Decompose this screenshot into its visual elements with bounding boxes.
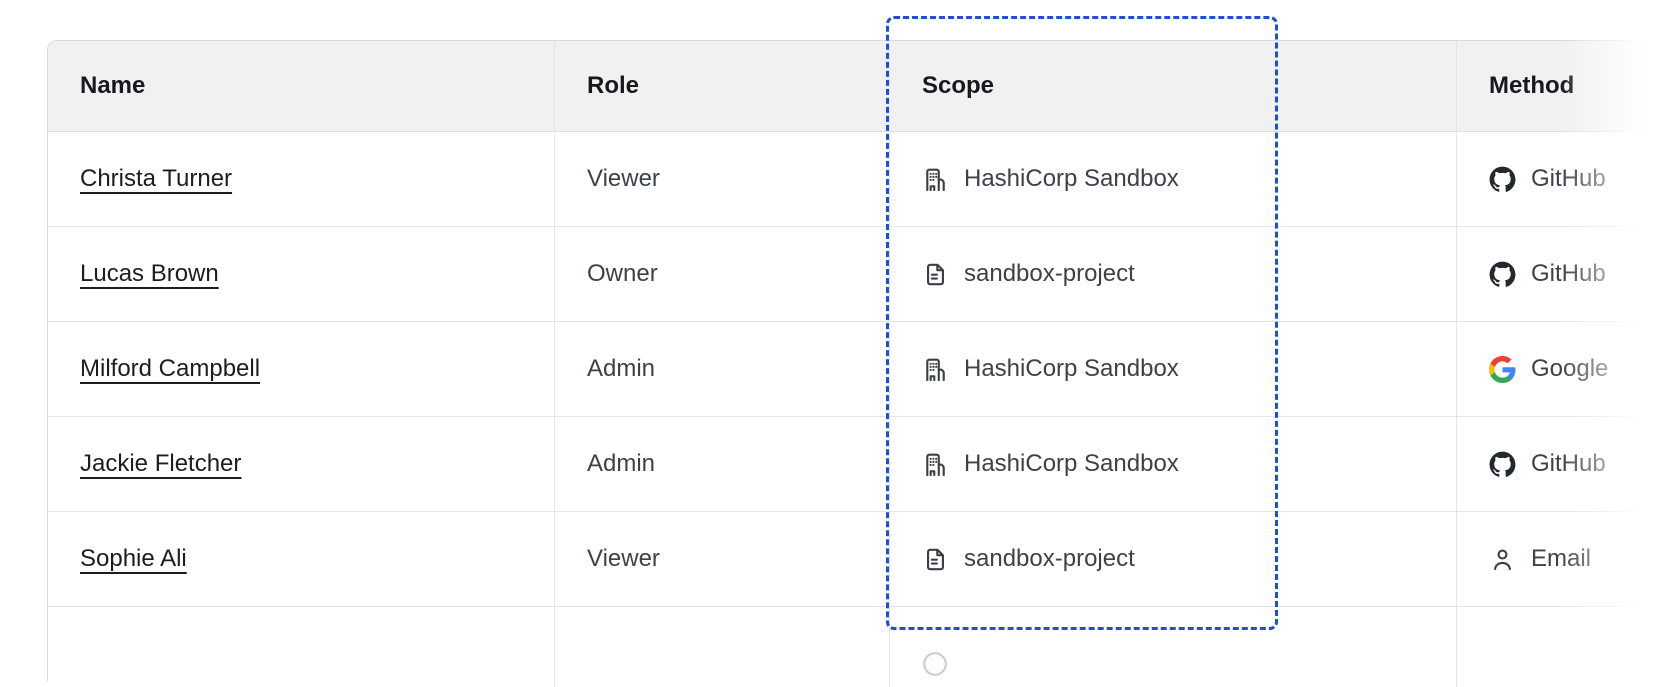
members-table: Name Role Scope Method Christa Turner Vi… <box>47 40 1672 687</box>
github-icon <box>1489 261 1516 288</box>
column-header-method-label: Method <box>1489 72 1575 99</box>
person-icon <box>1489 546 1516 573</box>
method-label: GitHub <box>1531 165 1606 192</box>
method-cell <box>1456 607 1672 687</box>
column-header-scope: Scope <box>889 41 1456 132</box>
method-cell: Email <box>1456 512 1672 607</box>
table-header-row: Name Role Scope Method <box>48 41 1672 132</box>
role-text: Owner <box>587 260 658 287</box>
role-cell: Owner <box>554 227 889 322</box>
member-name-link[interactable]: Sophie Ali <box>80 545 187 572</box>
method-label: GitHub <box>1531 260 1606 287</box>
scope-label: HashiCorp Sandbox <box>964 165 1179 192</box>
table-row: Lucas Brown Owner sandbox-project GitHub <box>48 227 1672 322</box>
role-text: Admin <box>587 355 656 382</box>
google-icon <box>1489 356 1516 383</box>
column-header-name: Name <box>48 41 554 132</box>
method-label: Google <box>1531 355 1609 382</box>
name-cell: Sophie Ali <box>48 512 554 607</box>
organization-icon <box>922 451 949 478</box>
column-header-role: Role <box>554 41 889 132</box>
column-header-method: Method <box>1456 41 1672 132</box>
scope-label: sandbox-project <box>964 545 1135 572</box>
scope-cell: sandbox-project <box>889 227 1456 322</box>
github-icon <box>1489 451 1516 478</box>
name-cell: Jackie Fletcher <box>48 417 554 512</box>
scope-cell: sandbox-project <box>889 512 1456 607</box>
name-cell: Lucas Brown <box>48 227 554 322</box>
table-row: Jackie Fletcher Admin HashiCorp Sandbox … <box>48 417 1672 512</box>
scope-label: sandbox-project <box>964 260 1135 287</box>
member-name-link[interactable]: Lucas Brown <box>80 260 219 287</box>
method-cell: Google <box>1456 322 1672 417</box>
role-cell: Viewer <box>554 512 889 607</box>
member-name-link[interactable]: Milford Campbell <box>80 355 261 382</box>
github-icon <box>1489 166 1516 193</box>
name-cell: Milford Campbell <box>48 322 554 417</box>
role-text: Admin <box>587 450 656 477</box>
role-cell: Admin <box>554 322 889 417</box>
member-name-link[interactable]: Christa Turner <box>80 165 233 192</box>
scope-cell <box>889 607 1456 687</box>
name-cell: Christa Turner <box>48 132 554 227</box>
method-cell: GitHub <box>1456 132 1672 227</box>
organization-icon <box>922 356 949 383</box>
method-label: Email <box>1531 545 1592 572</box>
name-cell <box>48 607 554 687</box>
role-cell: Viewer <box>554 132 889 227</box>
method-cell: GitHub <box>1456 227 1672 322</box>
scope-label: HashiCorp Sandbox <box>964 450 1179 477</box>
scope-label: HashiCorp Sandbox <box>964 355 1179 382</box>
member-name-link[interactable]: Jackie Fletcher <box>80 450 242 477</box>
table-body: Christa Turner Viewer HashiCorp Sandbox … <box>48 132 1672 607</box>
table-row: Sophie Ali Viewer sandbox-project Email <box>48 512 1672 607</box>
scope-cell: HashiCorp Sandbox <box>889 322 1456 417</box>
role-text: Viewer <box>587 165 660 192</box>
project-icon <box>922 261 949 288</box>
scope-cell: HashiCorp Sandbox <box>889 132 1456 227</box>
role-text: Viewer <box>587 545 660 572</box>
role-cell: Admin <box>554 417 889 512</box>
partial-next-row <box>48 607 1672 687</box>
table-row: Milford Campbell Admin HashiCorp Sandbox… <box>48 322 1672 417</box>
method-label: GitHub <box>1531 450 1606 477</box>
column-header-scope-label: Scope <box>922 72 995 99</box>
project-icon <box>922 546 949 573</box>
method-cell: GitHub <box>1456 417 1672 512</box>
role-cell <box>554 607 889 687</box>
table-row: Christa Turner Viewer HashiCorp Sandbox … <box>48 132 1672 227</box>
column-header-role-label: Role <box>587 72 640 99</box>
scope-cell: HashiCorp Sandbox <box>889 417 1456 512</box>
column-header-name-label: Name <box>80 72 146 99</box>
partial-row-icon <box>923 652 947 676</box>
organization-icon <box>922 166 949 193</box>
